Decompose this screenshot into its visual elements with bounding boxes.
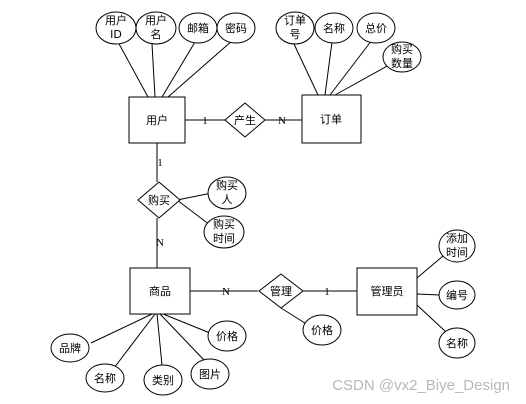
attr-buy-time-line1: 购买 xyxy=(213,217,235,231)
relationship-produce-label: 产生 xyxy=(234,113,256,127)
cardinality-labels: 1 N 1 N N 1 xyxy=(156,115,330,298)
entity-user-label: 用户 xyxy=(146,113,168,127)
attr-order-qty-line1: 购买 xyxy=(391,42,413,56)
entity-user: 用户 xyxy=(128,96,186,144)
attr-order-no-line1: 订单 xyxy=(284,14,306,27)
cardinality-user-produce: 1 xyxy=(202,115,208,127)
relationship-manage-label: 管理 xyxy=(270,284,292,298)
attr-admin-add-time-line1: 添加 xyxy=(446,231,468,245)
attr-buy-time: 购买 时间 xyxy=(203,215,245,249)
relationship-produce: 产生 xyxy=(224,102,266,138)
attr-product-price-label: 价格 xyxy=(216,329,238,343)
attr-user-id-line2: ID xyxy=(110,28,122,41)
cardinality-product-manage: N xyxy=(222,286,230,298)
line-user-name xyxy=(151,43,156,98)
entity-admin-label: 管理员 xyxy=(371,284,404,298)
cardinality-user-buy: 1 xyxy=(157,157,163,169)
attr-buy-person: 购买 人 xyxy=(207,176,247,210)
attr-order-qty: 购买 数量 xyxy=(382,41,422,73)
attr-order-no: 订单 号 xyxy=(275,11,315,45)
attr-order-qty-line2: 数量 xyxy=(391,57,413,70)
attr-buy-time-line2: 时间 xyxy=(213,232,235,245)
attr-admin-no: 编号 xyxy=(438,280,476,310)
line-product-brand xyxy=(90,313,153,344)
entity-order: 订单 xyxy=(301,94,362,144)
attr-product-brand-label: 品牌 xyxy=(59,341,81,355)
attr-admin-name-label: 名称 xyxy=(446,336,468,350)
attr-user-name-line1: 用户 xyxy=(145,13,167,27)
attr-product-brand: 品牌 xyxy=(50,333,90,363)
attr-admin-add-time-line2: 时间 xyxy=(446,246,468,259)
attr-order-name-label: 名称 xyxy=(323,21,345,35)
line-buy-person xyxy=(176,192,213,201)
line-order-name xyxy=(324,41,333,96)
attr-product-image: 图片 xyxy=(190,358,230,390)
line-admin-name xyxy=(416,304,447,333)
attr-product-name-label: 名称 xyxy=(94,371,116,385)
attr-buy-person-line1: 购买 xyxy=(216,178,238,192)
attr-order-no-line2: 号 xyxy=(290,28,301,41)
line-order-no xyxy=(293,43,319,96)
attr-product-image-label: 图片 xyxy=(199,368,221,381)
attr-user-email: 邮箱 xyxy=(178,12,218,44)
relationship-manage: 管理 xyxy=(258,273,304,309)
line-admin-no xyxy=(416,293,441,296)
watermark: CSDN @vx2_Biye_Design xyxy=(332,377,510,394)
attr-admin-add-time: 添加 时间 xyxy=(438,229,476,263)
attr-user-name-line2: 名 xyxy=(151,27,162,41)
line-user-id xyxy=(117,41,149,98)
attr-product-category: 类别 xyxy=(143,364,183,396)
connector-lines xyxy=(90,39,447,369)
cardinality-produce-order: N xyxy=(278,115,286,127)
attr-manage-price-label: 价格 xyxy=(311,323,333,337)
line-user-email xyxy=(161,41,196,98)
attr-user-password: 密码 xyxy=(216,12,256,44)
attr-product-price: 价格 xyxy=(207,320,247,352)
attr-user-id-line1: 用户 xyxy=(105,13,127,27)
cardinality-buy-product: N xyxy=(156,237,164,249)
line-order-total xyxy=(329,39,373,96)
line-manage-price xyxy=(280,307,309,326)
relationship-buy-label: 购买 xyxy=(148,193,170,207)
line-admin-add-time xyxy=(416,255,444,279)
attr-product-name: 名称 xyxy=(85,363,125,393)
line-product-name xyxy=(113,313,156,369)
attr-order-total: 总价 xyxy=(356,12,396,44)
attr-order-name: 名称 xyxy=(314,12,354,44)
attr-user-name: 用户 名 xyxy=(135,11,177,45)
attr-manage-price: 价格 xyxy=(302,314,342,346)
attr-user-email-label: 邮箱 xyxy=(187,21,209,35)
entity-product: 商品 xyxy=(129,267,191,315)
entity-product-label: 商品 xyxy=(149,284,171,298)
entity-admin: 管理员 xyxy=(356,267,418,316)
line-product-image xyxy=(159,313,205,361)
attr-product-category-label: 类别 xyxy=(152,373,174,387)
line-product-category xyxy=(156,313,163,366)
relationship-buy: 购买 xyxy=(137,181,181,219)
attr-user-password-label: 密码 xyxy=(225,21,247,35)
attr-user-id: 用户 ID xyxy=(95,11,137,45)
attr-admin-name: 名称 xyxy=(438,327,476,359)
entity-order-label: 订单 xyxy=(320,113,342,126)
attr-admin-no-label: 编号 xyxy=(446,288,468,302)
line-product-price xyxy=(162,313,211,334)
attr-order-total-label: 总价 xyxy=(365,21,387,35)
line-user-password xyxy=(167,39,234,98)
line-buy-time xyxy=(176,199,211,226)
cardinality-manage-admin: 1 xyxy=(324,286,330,298)
attr-buy-person-line2: 人 xyxy=(222,193,233,206)
